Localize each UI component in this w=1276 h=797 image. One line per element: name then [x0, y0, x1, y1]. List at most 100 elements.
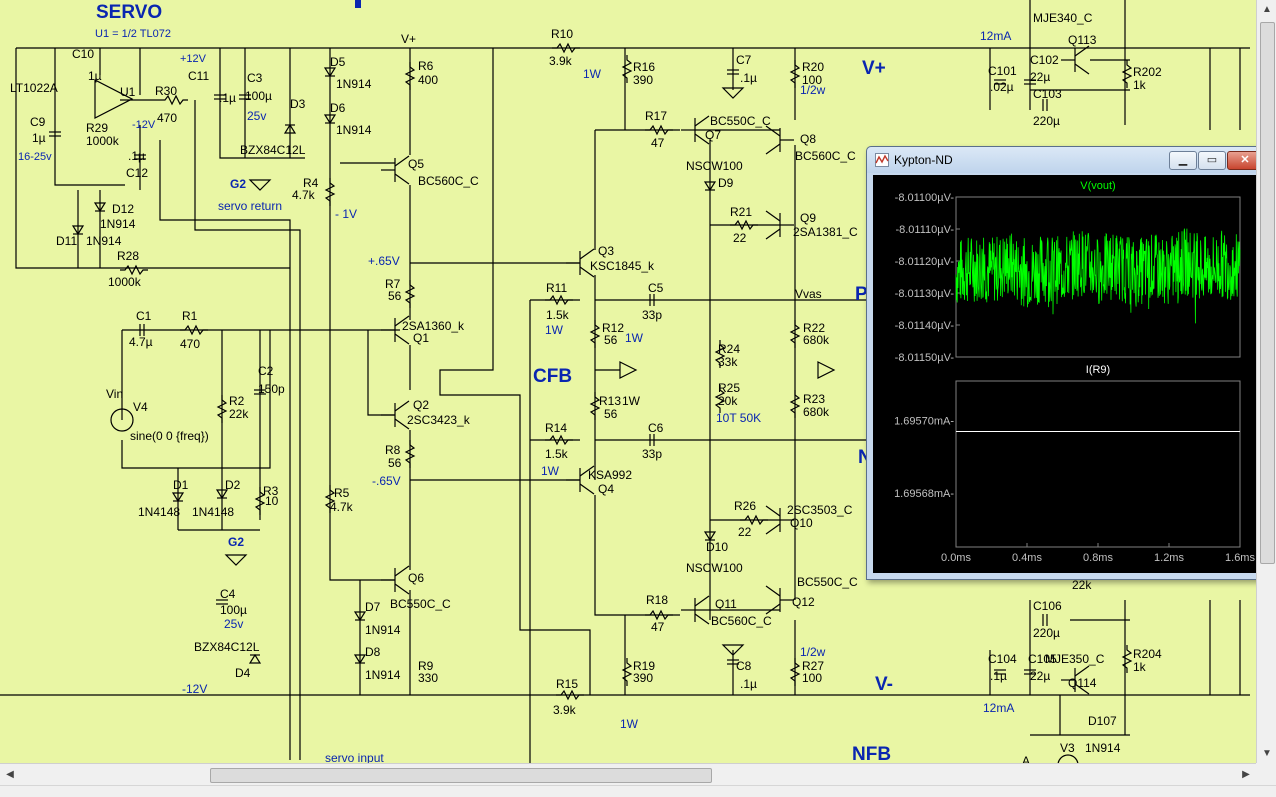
resistor-symbol: [789, 320, 801, 348]
part-label: 1W: [620, 717, 639, 731]
part-label: 1N4148: [138, 505, 180, 519]
diode-symbol: [703, 181, 717, 192]
part-label: 56: [604, 333, 618, 347]
part-label: V4: [133, 400, 148, 414]
part-label: R21: [730, 205, 752, 219]
diode-symbol: [703, 531, 717, 542]
part-label: 1µ: [88, 69, 102, 83]
arrow-down-icon: ▼: [1262, 748, 1272, 759]
transistor-symbol: [765, 125, 781, 137]
plot-window-titlebar[interactable]: Kypton-ND ▁ ▭ ✕: [867, 147, 1267, 173]
part-label: R19: [633, 659, 655, 673]
part-label: 10T 50K: [716, 411, 761, 425]
part-label: 100: [802, 73, 822, 87]
part-label: Q1: [413, 331, 429, 345]
resistor-symbol: [404, 62, 416, 90]
scroll-right-button[interactable]: ▶: [1238, 767, 1254, 783]
part-label: 2SC3503_C: [787, 503, 853, 517]
plot-area[interactable]: V(vout) I(R9) -8.01100µV--8.01110µV--8.0…: [873, 175, 1259, 573]
x-tick-label: 0.4ms: [1012, 552, 1042, 564]
diode-symbol: [353, 654, 367, 665]
rail-label: -12V: [132, 119, 156, 131]
part-label: 330: [418, 671, 438, 685]
resistor-symbol: [789, 390, 801, 418]
plot-svg: V(vout) I(R9) -8.01100µV--8.01110µV--8.0…: [894, 180, 1255, 564]
part-label: C8: [736, 659, 752, 673]
part-label: 1/2w: [800, 83, 826, 97]
waveform-plot-window[interactable]: Kypton-ND ▁ ▭ ✕ V(vout) I(R9) -8.01100µV…: [866, 146, 1268, 580]
part-label: R29: [86, 121, 108, 135]
net-label: 12mA: [983, 701, 1014, 715]
transistor-symbol: [394, 418, 410, 430]
net-label: Vvas: [795, 287, 822, 301]
horizontal-scroll-thumb[interactable]: [210, 768, 712, 783]
part-label: 1N914: [365, 668, 401, 682]
part-label: 22k: [1072, 578, 1092, 592]
maximize-button[interactable]: ▭: [1198, 151, 1226, 170]
part-label: D2: [225, 478, 241, 492]
part-label: D1: [173, 478, 189, 492]
part-label: 100µ: [220, 603, 247, 617]
part-label: 3.9k: [553, 703, 577, 717]
part-label: 1N914: [336, 77, 372, 91]
resistor-symbol: [404, 440, 416, 468]
transistor-symbol: [765, 505, 781, 517]
rail-label: V+: [401, 32, 416, 46]
scroll-up-button[interactable]: ▲: [1259, 2, 1275, 18]
resistor-symbol: [324, 178, 336, 206]
part-label: 1/2w: [800, 645, 826, 659]
rail-label: -12V: [182, 682, 207, 696]
diode-symbol: [248, 653, 262, 664]
minimize-button[interactable]: ▁: [1169, 151, 1197, 170]
part-label: 22µ: [1030, 70, 1050, 84]
part-label: 22µ: [1030, 669, 1050, 683]
part-label: 1N914: [1085, 741, 1121, 755]
part-label: 1k: [1133, 78, 1147, 92]
part-label: LT1022A: [10, 81, 58, 95]
resistor-symbol: [254, 487, 266, 515]
scrollbar-corner: [1256, 763, 1276, 785]
transistor-symbol: [694, 613, 710, 625]
part-label: 25v: [224, 617, 243, 631]
part-label: 56: [388, 456, 402, 470]
wire: [594, 495, 680, 616]
part-label: 400: [418, 73, 438, 87]
close-button[interactable]: ✕: [1227, 151, 1263, 170]
transistor-symbol: [694, 595, 710, 607]
transistor-symbol: [765, 523, 781, 535]
part-label: R25: [718, 381, 740, 395]
diode-symbol: [353, 611, 367, 622]
part-label: R7: [385, 277, 401, 291]
part-label: 1N914: [336, 123, 372, 137]
vertical-scroll-thumb[interactable]: [1260, 22, 1275, 564]
opamp-symbol: [94, 79, 134, 119]
plot-window-title: Kypton-ND: [894, 153, 953, 167]
part-label: KSA992: [588, 468, 632, 482]
part-label: 1.5k: [546, 308, 570, 322]
scroll-down-button[interactable]: ▼: [1259, 746, 1275, 762]
schematic-wires: [0, 0, 1250, 765]
resistor-symbol: [160, 94, 188, 106]
part-label: 2SC3423_k: [407, 413, 471, 427]
series-line-vout: [955, 228, 1241, 324]
part-label: R11: [546, 281, 567, 295]
part-label: Q114: [1068, 676, 1097, 690]
scroll-left-button[interactable]: ◀: [2, 767, 18, 783]
diode-symbol: [283, 123, 297, 134]
part-label: C5: [648, 281, 664, 295]
part-label: Vin: [106, 387, 123, 401]
part-label: 1W: [622, 394, 641, 408]
part-label: 2SA1360_k: [402, 319, 465, 333]
part-label: C105: [1028, 652, 1057, 666]
wire: [15, 48, 290, 269]
x-tick-label: 1.6ms: [1225, 552, 1255, 564]
horizontal-scrollbar[interactable]: ◀ ▶: [0, 763, 1256, 786]
wire: [54, 48, 125, 186]
transistor-symbol: [765, 228, 781, 240]
part-label: D6: [330, 101, 346, 115]
vertical-scrollbar[interactable]: ▲ ▼: [1256, 0, 1276, 785]
part-label: 1N4148: [192, 505, 234, 519]
part-label: 1.5k: [545, 447, 569, 461]
status-bar: [0, 785, 1276, 797]
part-label: BC560C_C: [795, 149, 856, 163]
